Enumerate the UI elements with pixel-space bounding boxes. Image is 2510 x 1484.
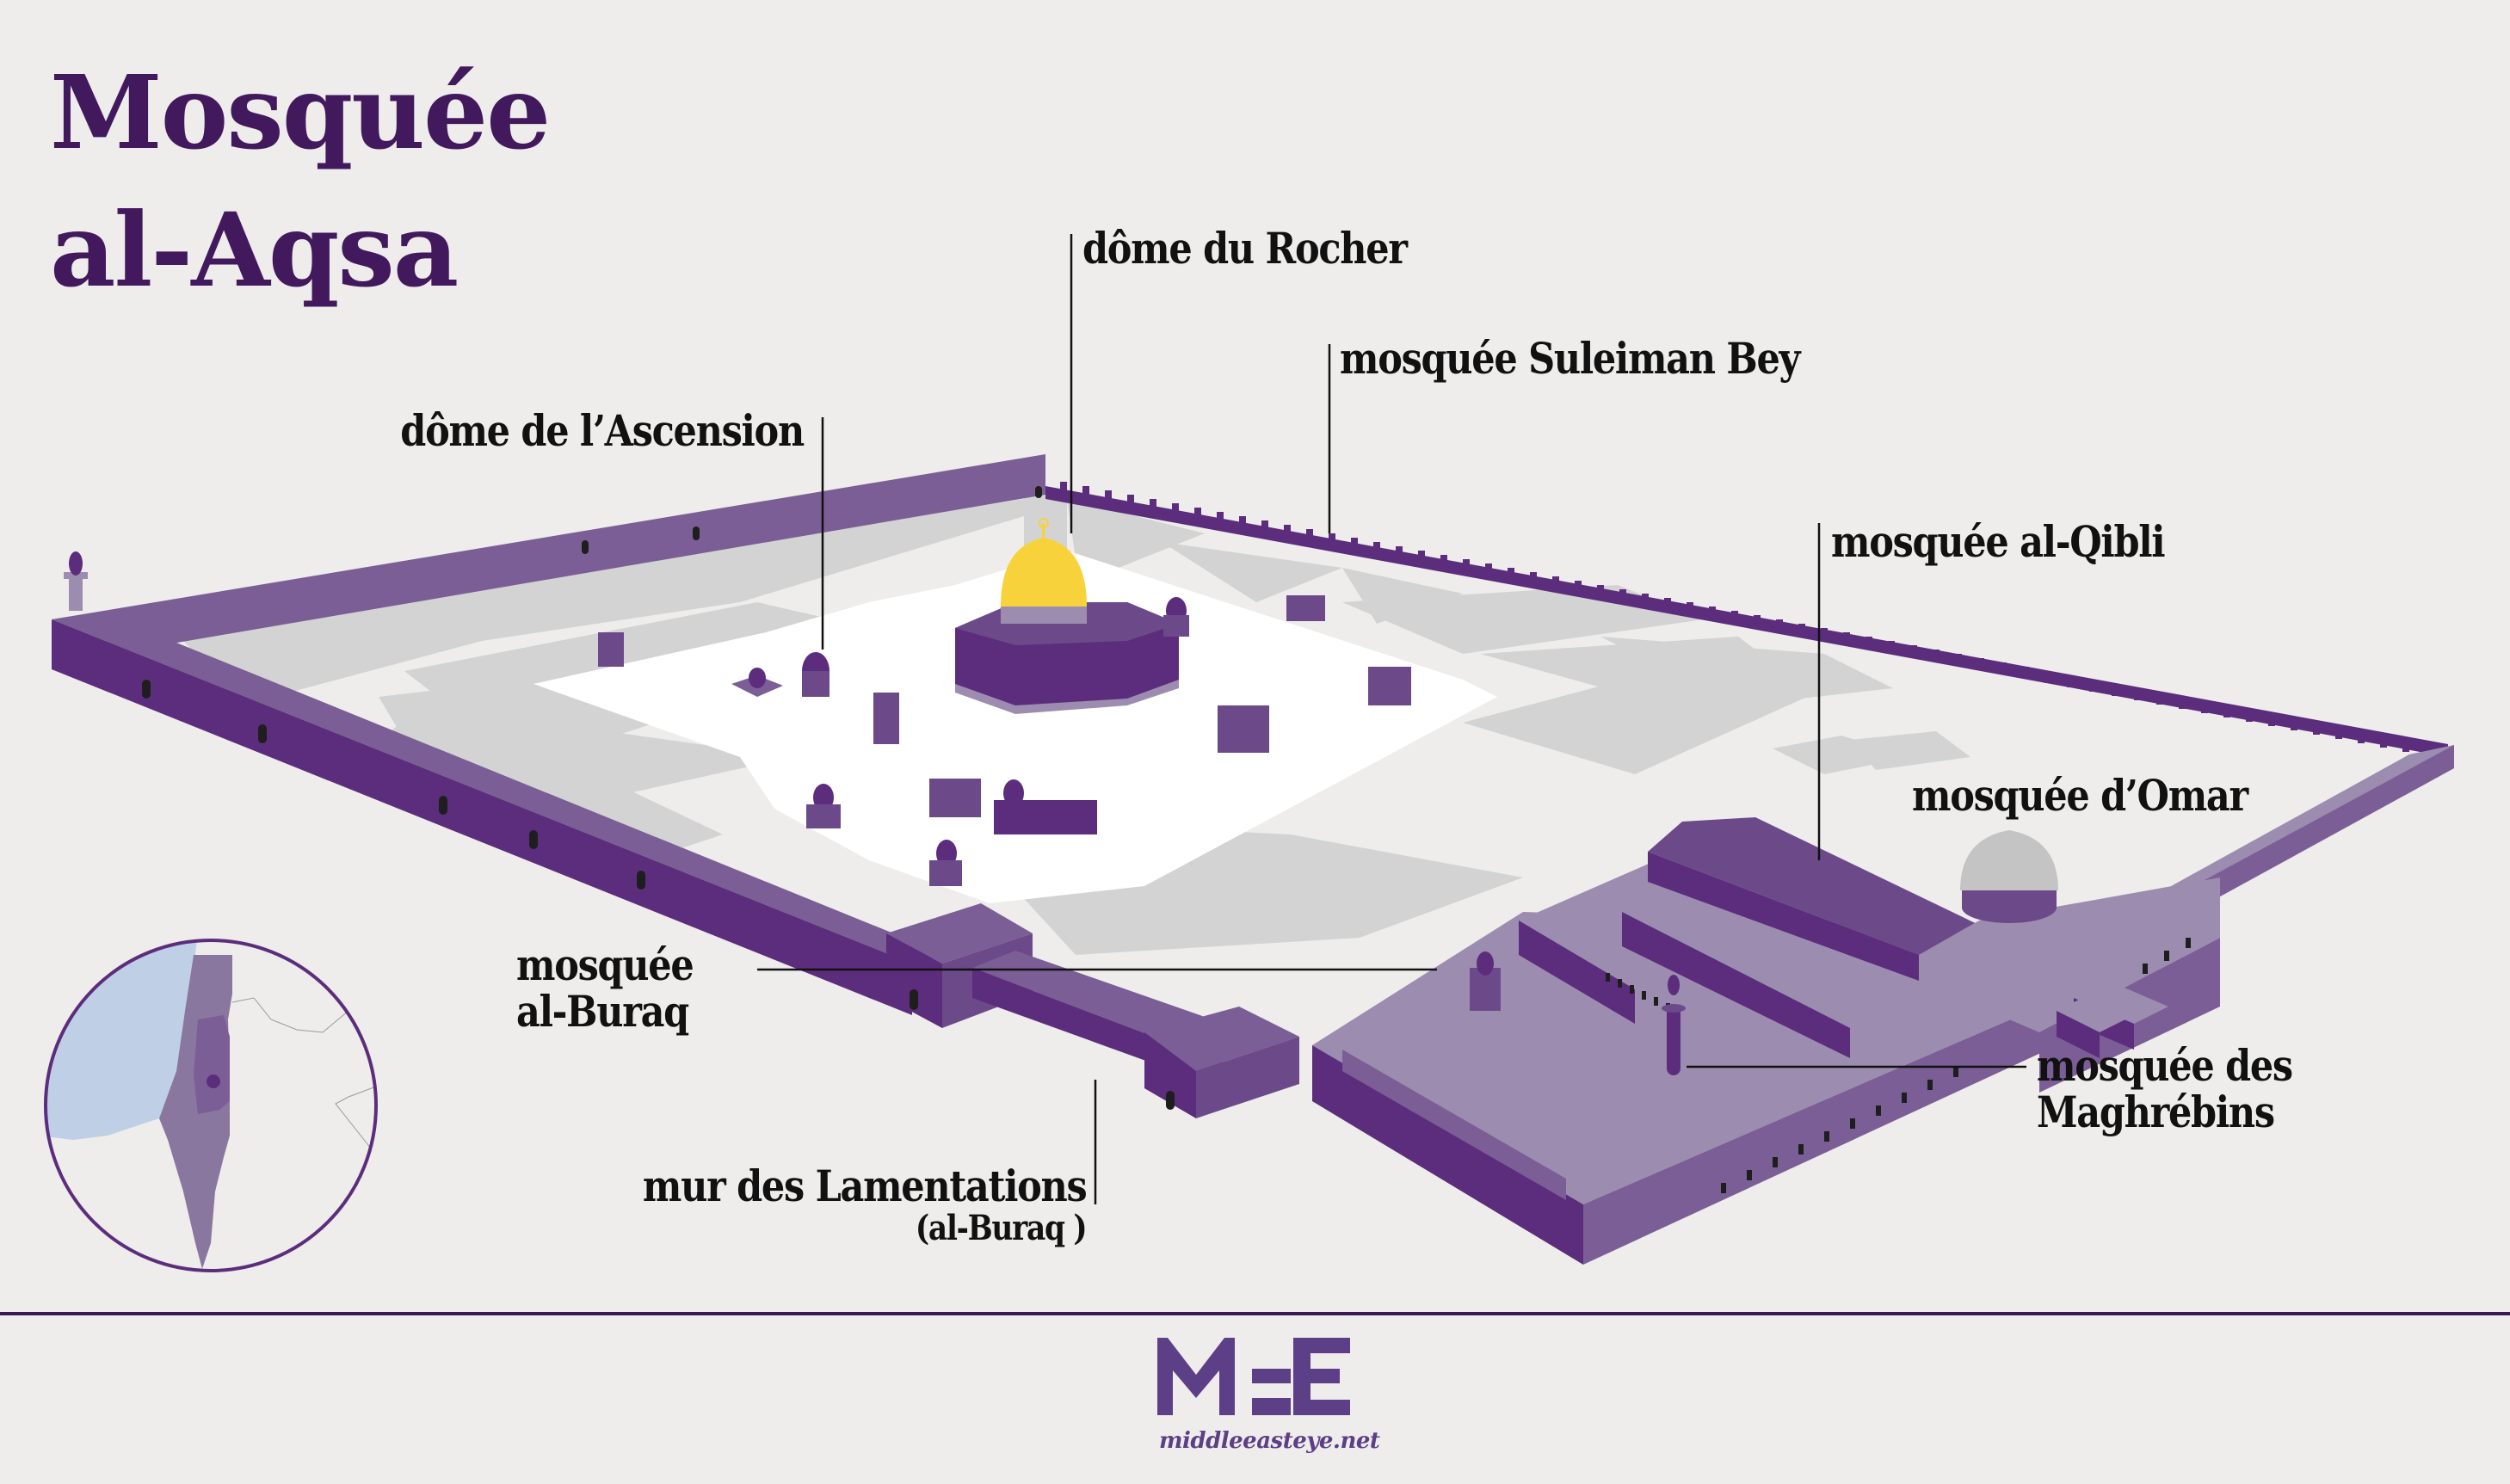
label-al-buraq-mosque: mosquée al-Buraq xyxy=(516,939,694,1037)
logo-m xyxy=(1157,1338,1235,1415)
title-line-2: al-Aqsa xyxy=(50,190,459,310)
crenellations xyxy=(1060,482,2432,754)
region-west-bank xyxy=(194,1015,230,1114)
location-dot xyxy=(207,1075,220,1088)
logo-e2 xyxy=(1293,1338,1350,1415)
label-wailing-wall-main: mur des Lamentations xyxy=(642,1161,1088,1211)
title-line-1: Mosquée xyxy=(50,52,551,172)
locator-map xyxy=(44,939,378,1272)
front-wall-left-face xyxy=(52,619,912,1015)
label-maghrebins-line-2: Maghrébins xyxy=(2037,1087,2275,1137)
mee-logo: MEE xyxy=(1157,1338,1350,1415)
label-al-buraq-line-1: mosquée xyxy=(516,939,694,990)
dome-of-the-rock xyxy=(955,518,1179,714)
label-dome-of-the-rock: dôme du Rocher xyxy=(1082,223,1408,274)
label-al-buraq-line-2: al-Buraq xyxy=(516,986,689,1037)
wall-doors xyxy=(142,486,1042,890)
logo-e1 xyxy=(1252,1369,1291,1415)
label-maghrebins-line-1: mosquée des xyxy=(2037,1040,2293,1091)
central-platform xyxy=(533,551,1497,903)
leader-lines xyxy=(757,234,2026,1204)
back-wall-left xyxy=(52,454,1045,643)
label-omar-mosque: mosquée d’Omar xyxy=(1912,770,2248,821)
small-domes xyxy=(731,597,1189,886)
al-qibli-building xyxy=(1648,817,1988,955)
label-maghrebins-mosque: mosquée des Maghrébins xyxy=(2037,1040,2293,1137)
omar-dome xyxy=(1960,830,2058,890)
maghrebins-minaret xyxy=(1667,1007,1681,1075)
label-wailing-wall: mur des Lamentations (al-Buraq ) xyxy=(642,1161,1088,1248)
footer-separator xyxy=(0,1312,2510,1315)
label-wailing-wall-sub: (al-Buraq ) xyxy=(915,1208,1087,1248)
website-url: middleeasteye.net xyxy=(1159,1428,1380,1454)
arcades xyxy=(598,595,1411,817)
label-al-qibli-mosque: mosquée al-Qibli xyxy=(1831,516,2166,567)
label-dome-of-ascension: dôme de l’Ascension xyxy=(400,405,805,456)
label-suleiman-bey-mosque: mosquée Suleiman Bey xyxy=(1340,333,1801,384)
front-wall-left xyxy=(52,619,947,964)
